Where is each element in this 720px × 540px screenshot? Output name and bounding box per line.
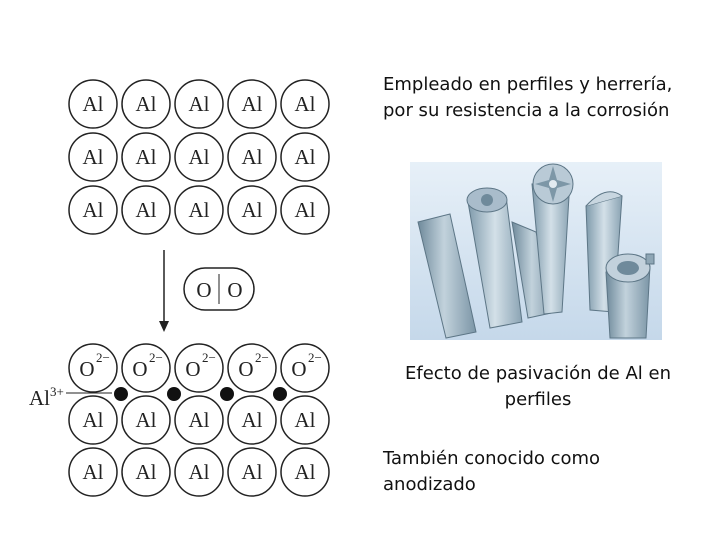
aluminum-atom-label: Al — [189, 92, 210, 116]
oxygen-molecule: O O — [183, 267, 255, 311]
aluminum-atom-label: Al — [242, 198, 263, 222]
aluminum-profiles-photo — [410, 162, 662, 340]
oxide-ion-label: O — [79, 357, 94, 381]
aluminum-atom-label: Al — [242, 92, 263, 116]
aluminum-atom-label: Al — [136, 198, 157, 222]
aluminum-atom — [227, 447, 277, 497]
aluminum-atom — [280, 395, 330, 445]
aluminum-ion-label: Al 3+ — [29, 384, 112, 410]
oxide-ion-label: O — [238, 357, 253, 381]
aluminum-atom-label: Al — [83, 92, 104, 116]
aluminum-atom — [68, 185, 118, 235]
reaction-arrow — [159, 250, 169, 332]
aluminum-atom-label: Al — [136, 408, 157, 432]
aluminum-atom — [280, 185, 330, 235]
aluminum-atom-label: Al — [189, 408, 210, 432]
oxygen-atom: O — [227, 278, 242, 302]
aluminum-ions — [114, 387, 287, 401]
oxide-ion-charge: 2− — [149, 350, 163, 365]
oxygen-atom: O — [196, 278, 211, 302]
oxide-ion-charge: 2− — [255, 350, 269, 365]
aluminum-atom — [174, 447, 224, 497]
aluminum-atom — [174, 395, 224, 445]
oxide-ion — [227, 343, 277, 393]
oxide-ion — [121, 343, 171, 393]
svg-text:3+: 3+ — [50, 384, 64, 399]
aluminum-atom — [68, 79, 118, 129]
aluminum-atom — [280, 79, 330, 129]
oxide-ion-charge: 2− — [308, 350, 322, 365]
aluminum-atom — [227, 79, 277, 129]
aluminum-atom — [280, 447, 330, 497]
aluminum-atom — [121, 447, 171, 497]
anodizing-note: También conocido como anodizado — [383, 448, 601, 495]
aluminum-ion — [220, 387, 234, 401]
aluminum-atom-label: Al — [83, 198, 104, 222]
aluminum-atom-label: Al — [83, 460, 104, 484]
aluminum-atom-label: Al — [189, 145, 210, 169]
aluminum-atom — [121, 185, 171, 235]
oxide-ion-label: O — [291, 357, 306, 381]
aluminum-atom — [227, 395, 277, 445]
aluminum-atom-label: Al — [83, 408, 104, 432]
aluminum-atom-label: Al — [295, 408, 316, 432]
passivation-caption: Efecto de pasivación de Al en perfiles — [405, 363, 671, 410]
aluminum-atom-label: Al — [189, 460, 210, 484]
aluminum-atom — [174, 79, 224, 129]
aluminum-atom — [68, 132, 118, 182]
aluminum-atom-label: Al — [136, 460, 157, 484]
aluminum-atom-label: Al — [295, 460, 316, 484]
oxide-ion-label: O — [132, 357, 147, 381]
oxide-ion-label: O — [185, 357, 200, 381]
aluminum-atom-label: Al — [189, 198, 210, 222]
aluminum-ion — [273, 387, 287, 401]
aluminum-atom — [227, 132, 277, 182]
aluminum-atom — [174, 132, 224, 182]
oxide-ion — [68, 343, 118, 393]
aluminum-atom-label: Al — [83, 145, 104, 169]
oxide-ion — [280, 343, 330, 393]
aluminum-atom — [121, 79, 171, 129]
aluminum-atom — [121, 395, 171, 445]
aluminum-ion — [167, 387, 181, 401]
aluminum-atom-label: Al — [242, 145, 263, 169]
oxide-ion — [174, 343, 224, 393]
aluminum-atom — [227, 185, 277, 235]
aluminum-atom-label: Al — [136, 92, 157, 116]
usage-description: Empleado en perfiles y herrería, por su … — [383, 74, 673, 121]
aluminum-atom-label: Al — [295, 198, 316, 222]
aluminum-ion — [114, 387, 128, 401]
aluminum-atom-label: Al — [295, 145, 316, 169]
oxide-ion-charge: 2− — [202, 350, 216, 365]
aluminum-atom-label: Al — [295, 92, 316, 116]
aluminum-atom — [280, 132, 330, 182]
svg-text:Al: Al — [29, 386, 50, 410]
aluminum-atom — [174, 185, 224, 235]
oxide-ion-charge: 2− — [96, 350, 110, 365]
aluminum-atom — [68, 447, 118, 497]
aluminum-atom-label: Al — [242, 408, 263, 432]
aluminum-atom-label: Al — [136, 145, 157, 169]
aluminum-atom — [68, 395, 118, 445]
aluminum-atom — [121, 132, 171, 182]
aluminum-atom-label: Al — [242, 460, 263, 484]
